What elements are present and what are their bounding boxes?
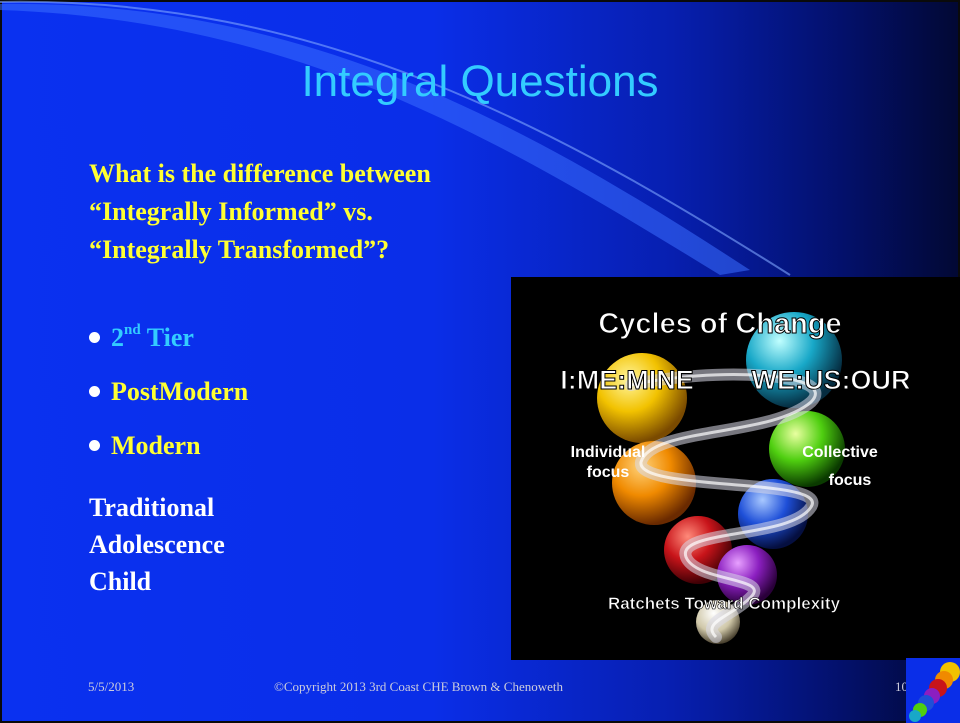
slide-title: Integral Questions bbox=[301, 57, 659, 106]
right-label: WE:US:OUR bbox=[752, 365, 911, 395]
collective-label: focus bbox=[829, 472, 872, 489]
bullet-icon bbox=[89, 439, 100, 451]
plain-list: Traditional Adolescence Child bbox=[89, 489, 225, 600]
spiral-graphic: Cycles of Change I:ME:MINE WE:US:OUR Ind… bbox=[511, 277, 960, 660]
footer-date: 5/5/2013 bbox=[88, 679, 135, 694]
bullet-number: 2 bbox=[111, 323, 124, 352]
question-text: What is the difference between “Integral… bbox=[89, 155, 549, 269]
left-label: I:ME:MINE bbox=[560, 365, 693, 395]
orange-sphere bbox=[612, 441, 696, 525]
question-line: What is the difference between bbox=[89, 159, 431, 188]
individual-label: focus bbox=[587, 464, 630, 481]
slide-number: 10 bbox=[895, 679, 908, 694]
footer-copyright: ©Copyright 2013 3rd Coast CHE Brown & Ch… bbox=[274, 679, 564, 694]
plain-item: Traditional bbox=[89, 493, 215, 522]
individual-label: Individual bbox=[571, 444, 646, 461]
question-line: “Integrally Transformed”? bbox=[89, 235, 390, 264]
question-line: “Integrally Informed” vs. bbox=[89, 197, 373, 226]
green-sphere bbox=[769, 411, 845, 487]
bullet-list: 2nd Tier PostModern Modern bbox=[89, 318, 248, 480]
purple-sphere bbox=[717, 545, 777, 605]
bottom-label: Ratchets Toward Complexity bbox=[608, 594, 841, 613]
teal-sphere bbox=[746, 312, 842, 408]
bullet-label: Tier bbox=[146, 323, 194, 352]
bullet-superscript: nd bbox=[124, 322, 141, 338]
bullet-item-postmodern: PostModern bbox=[89, 372, 248, 426]
spiral-thumbnail-icon bbox=[906, 658, 960, 723]
bullet-item-2nd-tier: 2nd Tier bbox=[89, 318, 248, 372]
image-heading: Cycles of Change bbox=[598, 308, 841, 340]
bullet-icon bbox=[89, 331, 100, 343]
cycles-of-change-image: Cycles of Change I:ME:MINE WE:US:OUR Ind… bbox=[511, 277, 960, 660]
bullet-item-modern: Modern bbox=[89, 426, 248, 480]
plain-item: Adolescence bbox=[89, 530, 225, 559]
collective-label: Collective bbox=[802, 444, 878, 461]
plain-item: Child bbox=[89, 567, 152, 596]
bullet-label: Modern bbox=[111, 431, 201, 460]
bullet-icon bbox=[89, 385, 100, 397]
bullet-label: PostModern bbox=[111, 377, 249, 406]
